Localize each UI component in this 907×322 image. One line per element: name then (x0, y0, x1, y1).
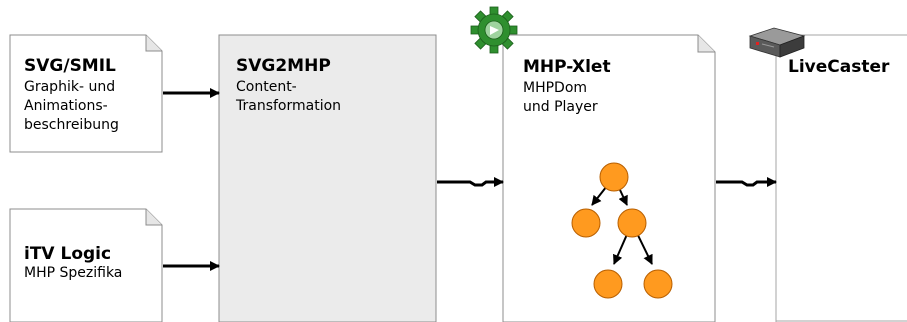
svg2mhp-process (218, 34, 437, 322)
itv-logic-title: iTV Logic (24, 244, 112, 264)
svg2mhp-line-1: Content- (236, 79, 297, 95)
livecaster-box (775, 34, 907, 322)
svg2mhp-line-2: Transformation (236, 98, 342, 114)
itv-logic-line-1: MHP Spezifika (24, 265, 123, 281)
svg2mhp-title: SVG2MHP (236, 56, 331, 76)
svg-smil-document (9, 34, 163, 153)
itv-logic-document (9, 208, 163, 322)
server-icon (748, 27, 806, 58)
tree-node (571, 208, 601, 238)
tree-node (643, 269, 673, 299)
arrow-svg2mhp-to-xlet (437, 177, 504, 187)
svg-smil-title: SVG/SMIL (24, 56, 116, 76)
svg-smil-line-3: beschreibung (24, 117, 119, 133)
livecaster-title: LiveCaster (788, 57, 890, 77)
svg-smil-line-1: Graphik- und (24, 79, 116, 95)
mhp-xlet-title: MHP-Xlet (523, 57, 611, 77)
tree-node (617, 208, 647, 238)
mhp-xlet-line-2: und Player (523, 99, 598, 115)
mhp-xlet-line-1: MHPDom (523, 80, 588, 96)
gear-icon (470, 6, 518, 54)
svg-smil-line-2: Animations- (24, 98, 108, 114)
tree-node (599, 162, 629, 192)
tree-node (593, 269, 623, 299)
dom-tree-graphic (571, 162, 673, 299)
arrow-xlet-to-livecaster (716, 177, 777, 187)
